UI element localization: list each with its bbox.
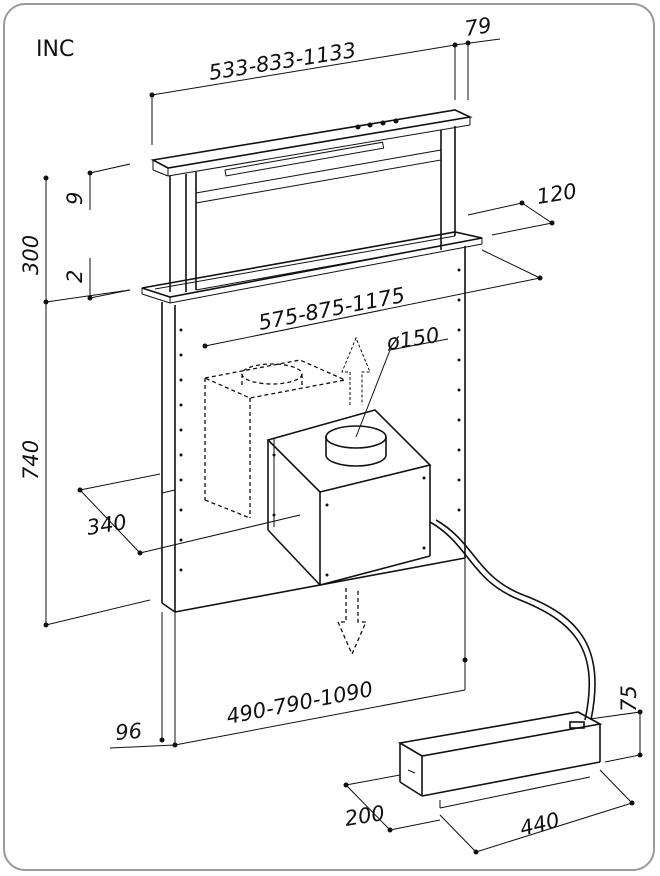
dim-motor-depth: 200 <box>343 801 386 831</box>
alternate-motor-position <box>202 359 348 519</box>
airflow-down-arrow <box>337 588 367 656</box>
dim-body-height: 740 <box>19 440 43 480</box>
dimension-lines <box>43 38 643 855</box>
dim-duct-diameter: ø150 <box>384 323 441 355</box>
dim-top-depth: 79 <box>463 13 493 41</box>
dim-top-width: 533-833-1133 <box>207 38 358 85</box>
airflow-up-arrow <box>341 336 371 405</box>
power-cable <box>429 521 590 721</box>
dim-cutout-width: 575-875-1175 <box>256 283 407 335</box>
dim-side-depth: 120 <box>535 179 578 209</box>
model-label: INC <box>36 37 74 62</box>
dim-top-thickness: 9 <box>63 192 87 205</box>
dim-motor-width: 440 <box>517 808 562 841</box>
dim-body-depth: 96 <box>114 719 143 745</box>
dim-total-height: 300 <box>19 235 43 275</box>
drawing-frame <box>3 3 655 871</box>
dim-motor-offset: 340 <box>85 510 128 540</box>
motor-box <box>266 409 432 586</box>
dim-motor-height: 75 <box>617 685 641 712</box>
remote-motor-unit <box>397 711 603 809</box>
dim-rim-gap: 2 <box>63 270 87 283</box>
worktop-rim <box>141 231 483 304</box>
downdraft-hood-glass <box>150 109 473 292</box>
